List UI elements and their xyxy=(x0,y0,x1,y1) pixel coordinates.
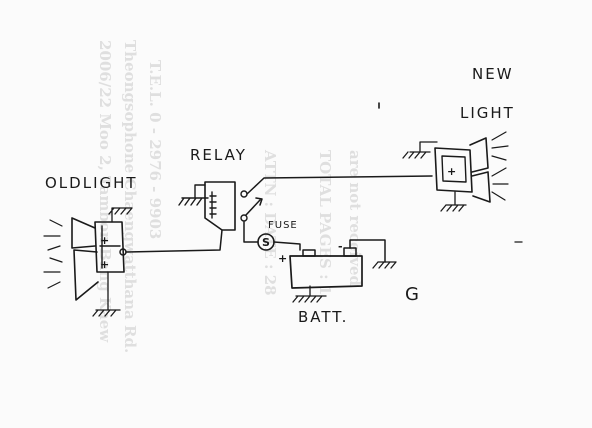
battery-body xyxy=(289,255,363,289)
relay-switch-arm xyxy=(245,197,263,216)
wire-battery-to-ground xyxy=(349,239,386,263)
new-light-rays xyxy=(491,131,509,201)
new-light-ground-bottom xyxy=(440,191,467,212)
battery-ground xyxy=(372,261,397,269)
old-light: + + xyxy=(43,207,133,317)
new-light-body xyxy=(434,147,473,193)
svg-text:are not received: are not received xyxy=(346,150,364,287)
wire-relay-to-new-light xyxy=(246,175,433,195)
new-light: + xyxy=(402,131,509,212)
svg-text:TOTAL PAGES : 1: TOTAL PAGES : 1 xyxy=(316,150,334,295)
wire-relay-to-fuse xyxy=(243,221,259,243)
new-light-plus: + xyxy=(447,165,456,178)
old-light-upper-lamp xyxy=(71,217,96,249)
battery-plus-sign: + xyxy=(278,252,287,265)
battery-label: BATT. xyxy=(298,308,348,326)
old-light-plus-upper: + xyxy=(100,234,109,247)
relay-label: RELAY xyxy=(190,146,247,164)
new-light-upper-lamp xyxy=(469,137,489,173)
relay xyxy=(178,181,263,231)
relay-terminal-30 xyxy=(240,214,248,222)
new-light-ground-top xyxy=(402,141,438,159)
old-light-lower-lamp xyxy=(73,249,99,301)
wires xyxy=(125,175,433,263)
relay-body xyxy=(204,181,236,231)
new-light-label-line1: NEW xyxy=(472,65,514,83)
battery-ground-underside xyxy=(292,285,327,303)
relay-coil xyxy=(209,191,217,219)
svg-text:T.E.L. 0 - 2976 - 9903: T.E.L. 0 - 2976 - 9903 xyxy=(146,60,164,239)
relay-terminal-87 xyxy=(240,190,248,198)
ground-mark-label: G xyxy=(405,284,421,305)
svg-text:Theongsophone Chaengwatthana R: Theongsophone Chaengwatthana Rd. xyxy=(121,40,139,353)
old-light-body xyxy=(94,221,125,273)
battery: + - xyxy=(278,240,397,303)
old-light-plus-lower: + xyxy=(100,258,109,271)
bleed-through-text: 2006/22 Moo 2, Tambon Bang Kaew Theongso… xyxy=(96,40,364,353)
new-light-lower-lamp xyxy=(471,171,491,203)
svg-text:2006/22 Moo 2, Tambon Bang Kae: 2006/22 Moo 2, Tambon Bang Kaew xyxy=(96,40,114,343)
battery-negative-post xyxy=(343,247,357,257)
old-light-label: OLDLIGHT xyxy=(45,174,138,192)
battery-minus-sign: - xyxy=(338,240,343,253)
old-light-ground-top xyxy=(108,207,133,223)
wire-fuse-to-battery xyxy=(273,241,301,251)
relay-ground xyxy=(178,184,209,206)
fuse-label: FUSE xyxy=(268,220,298,231)
new-light-label-line2: LIGHT xyxy=(460,104,515,122)
wire-old-light-to-relay xyxy=(125,229,223,253)
old-light-rays xyxy=(43,219,63,289)
old-light-ground-bottom xyxy=(92,271,121,317)
fuse-switch-symbol: S xyxy=(262,236,270,249)
battery-positive-post xyxy=(302,249,316,257)
svg-text:ATTN : DATE : 28: ATTN : DATE : 28 xyxy=(261,149,279,296)
